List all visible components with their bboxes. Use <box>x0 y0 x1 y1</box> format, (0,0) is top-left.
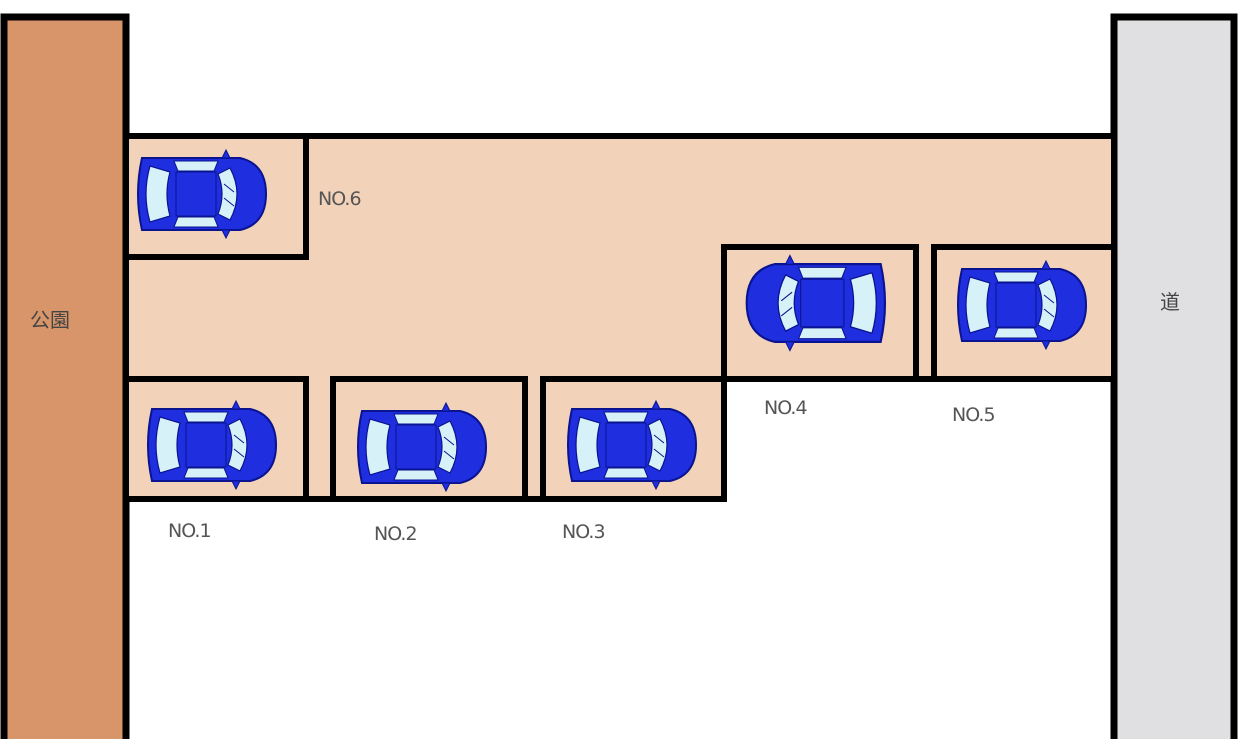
road-area <box>1110 13 1238 739</box>
space-label-2: NO.2 <box>374 523 418 545</box>
space-box-4 <box>721 244 919 382</box>
space-label-3: NO.3 <box>562 521 606 543</box>
car-icon-5 <box>957 260 1087 350</box>
car-icon-3 <box>567 400 697 490</box>
space-box-1 <box>123 376 309 502</box>
car-icon-6 <box>137 149 267 239</box>
park-label: 公園 <box>30 308 70 332</box>
space-label-6: NO.6 <box>318 188 362 210</box>
space-box-5 <box>931 244 1117 382</box>
space-box-2 <box>330 376 528 502</box>
car-icon-2 <box>357 402 487 492</box>
space-box-6 <box>123 133 309 260</box>
space-label-4: NO.4 <box>764 397 808 419</box>
car-icon-4 <box>745 254 887 352</box>
space-box-3 <box>540 376 727 502</box>
space-label-5: NO.5 <box>952 404 996 426</box>
park-area <box>0 13 130 739</box>
space-label-1: NO.1 <box>168 520 212 542</box>
car-icon-1 <box>147 400 277 490</box>
road-label: 道 <box>1160 290 1180 314</box>
